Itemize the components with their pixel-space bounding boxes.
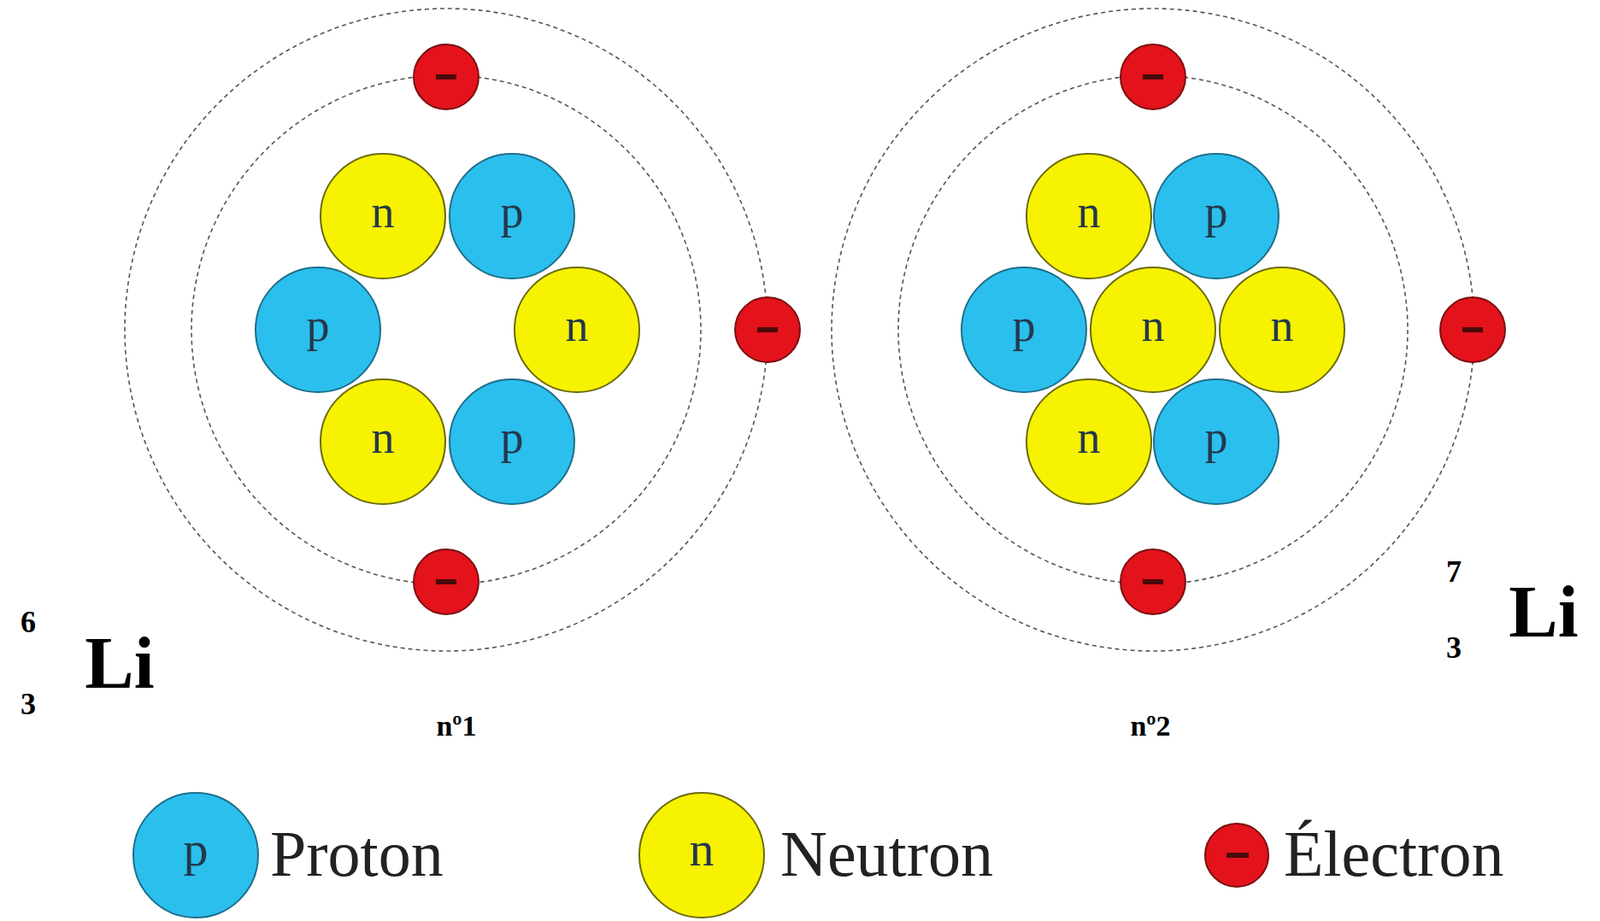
proton-circle: p xyxy=(960,266,1088,394)
minus-sign xyxy=(1142,74,1164,80)
proton-circle: p xyxy=(448,152,576,280)
proton-circle: p xyxy=(1152,378,1280,506)
outer-orbit xyxy=(831,8,1475,652)
particle-letter: p xyxy=(1012,302,1036,349)
mass-number: 6 xyxy=(20,606,36,638)
electron-body xyxy=(413,44,479,110)
legend-text: Proton xyxy=(270,821,444,887)
electron xyxy=(413,44,479,110)
figure-number: nº2 xyxy=(1129,711,1171,742)
element-symbol: Li xyxy=(84,626,154,700)
inner-orbit xyxy=(898,75,1408,585)
electron xyxy=(1120,549,1186,615)
neutron-circle: n xyxy=(1025,378,1153,506)
electron xyxy=(413,549,479,615)
proton-circle: p xyxy=(254,266,382,394)
minus-sign xyxy=(1142,579,1164,585)
minus-sign xyxy=(1462,327,1483,333)
particle-letter: p xyxy=(306,302,330,349)
minus-sign xyxy=(435,579,457,585)
swatch-letter: p xyxy=(183,824,209,875)
particle-letter: p xyxy=(1205,414,1229,461)
minus-sign xyxy=(1226,852,1249,859)
neutron-circle: n xyxy=(1025,152,1153,280)
neutron-circle: n xyxy=(319,378,447,506)
neutron-circle: n xyxy=(1218,266,1346,394)
particle-letter: p xyxy=(500,414,524,461)
mass-number: 7 xyxy=(1446,556,1462,588)
neutron-circle: n xyxy=(513,266,641,394)
electron-body xyxy=(1120,44,1186,110)
particle-letter: n xyxy=(1077,188,1101,236)
atomic-number: 3 xyxy=(1446,632,1462,664)
outer-orbit xyxy=(124,8,768,652)
legend-swatch xyxy=(1204,823,1270,889)
atomic-number: 3 xyxy=(20,688,36,720)
neutron-circle: n xyxy=(1089,266,1217,394)
electron xyxy=(1440,297,1506,363)
minus-sign xyxy=(435,74,457,80)
electron-body xyxy=(735,297,800,363)
electron xyxy=(1120,44,1186,110)
electron-body xyxy=(413,549,479,615)
particle-letter: p xyxy=(500,188,524,236)
neutron-circle: n xyxy=(319,152,447,280)
proton-circle: p xyxy=(448,378,576,506)
swatch-letter: n xyxy=(689,824,715,875)
legend-text: Neutron xyxy=(780,821,994,887)
particle-letter: n xyxy=(1270,302,1295,349)
particle-letter: n xyxy=(371,414,395,461)
particle-letter: n xyxy=(565,302,589,349)
figure-number: nº1 xyxy=(435,711,477,742)
particle-letter: n xyxy=(1077,414,1101,461)
minus-sign xyxy=(757,327,778,333)
electron-body xyxy=(1440,297,1506,363)
legend-text: Électron xyxy=(1283,821,1504,887)
particle-letter: n xyxy=(1141,302,1165,349)
electron xyxy=(735,297,800,363)
electron-body xyxy=(1120,549,1186,615)
inner-orbit xyxy=(191,75,701,585)
particle-letter: n xyxy=(371,188,395,236)
proton-circle: p xyxy=(1152,152,1280,280)
particle-letter: p xyxy=(1205,188,1229,236)
element-symbol: Li xyxy=(1508,575,1578,649)
